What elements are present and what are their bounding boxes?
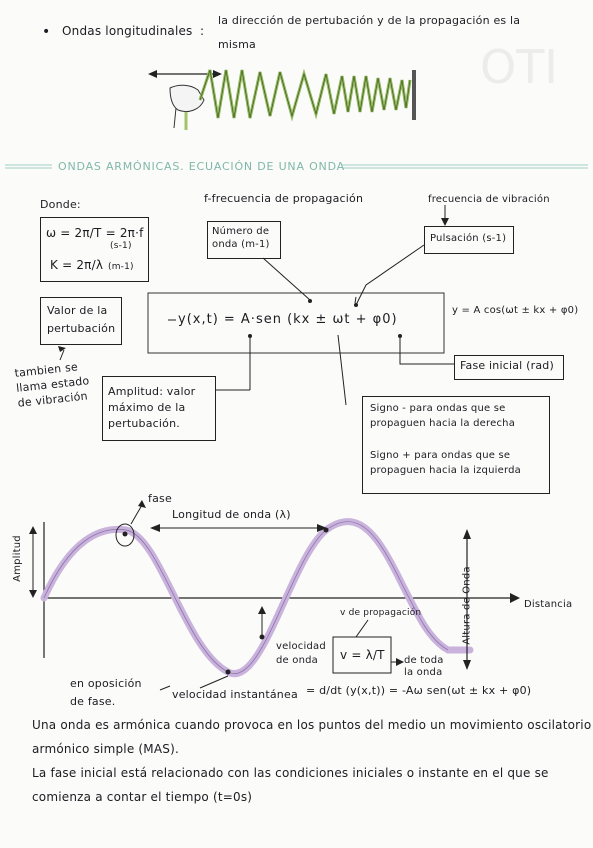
signo-menos-label: Signo - para ondas que se propaguen haci… — [370, 403, 516, 429]
amplitud-label: Amplitud: valor máximo de la pertubación… — [108, 385, 196, 430]
pulsacion-box — [424, 226, 514, 254]
derivative-formula: = d/dt (y(x,t)) = -Aω sen(ωt ± kx + φ0) — [306, 684, 532, 697]
ghost-text: OTI — [480, 40, 558, 94]
pulsacion-label: Pulsación (s-1) — [430, 233, 507, 244]
donde-label: Donde: — [40, 198, 81, 211]
omega-formula: ω = 2π/T = 2π·f — [46, 226, 144, 240]
amplitud-box — [102, 376, 216, 441]
de-toda-onda-label: de toda la onda — [404, 655, 444, 678]
definition-line1: la dirección de pertubación y de la prop… — [218, 14, 521, 27]
section-title: ONDAS ARMÓNICAS. ECUACIÓN DE UNA ONDA — [58, 160, 345, 173]
definition-line2: misma — [218, 38, 256, 51]
fase-inicial-label: Fase inicial (rad) — [460, 359, 554, 372]
altura-onda-label: Altura de Onda — [461, 566, 473, 645]
omega-units: (s-1) — [110, 241, 132, 251]
velocidad-onda-label: velocidad de onda — [276, 641, 326, 666]
v-formula: v = λ/T — [340, 648, 385, 662]
valor-perturbacion-label: Valor de la pertubación — [47, 304, 116, 335]
fase-inicial-box — [454, 355, 564, 380]
fase-label: fase — [148, 492, 172, 505]
donde-box — [40, 217, 149, 282]
f-frequency-label: f-frecuencia de propagación — [204, 192, 364, 205]
hand-icon — [169, 84, 205, 113]
oposicion-fase-label: en oposición de fase. — [70, 677, 142, 708]
signo-box — [362, 396, 550, 494]
numero-onda-label: Número de onda (m-1) — [212, 226, 270, 250]
wall — [412, 70, 416, 120]
distancia-label: Distancia — [524, 599, 573, 610]
v-propagacion-label: v de propagación — [340, 608, 422, 618]
bullet: • — [42, 24, 51, 40]
numero-onda-box — [207, 221, 281, 259]
alt-equation: y = A cos(ωt ± kx + φ0) — [452, 305, 579, 316]
valor-box — [40, 297, 122, 345]
bullet-title: Ondas longitudinales — [62, 24, 193, 38]
footer-line3: La fase inicial está relacionado con las… — [32, 766, 549, 780]
tambien-label: tambien se llama estado de vibración — [13, 360, 90, 410]
amplitud-axis-label: Amplitud — [11, 535, 23, 582]
signo-mas-label: Signo + para ondas que se propaguen haci… — [370, 450, 521, 476]
footer-line4: comienza a contar el tiempo (t=0s) — [32, 790, 253, 804]
velocidad-instantanea-label: velocidad instantánea — [172, 688, 298, 701]
footer-line2: armónico simple (MAS). — [32, 742, 179, 756]
footer-line1: Una onda es armónica cuando provoca en l… — [32, 718, 592, 732]
frecuencia-vibracion-label: frecuencia de vibración — [428, 194, 550, 205]
main-equation: y(x,t) = A·sen (kx ± ωt + φ0) — [178, 312, 398, 327]
colon: : — [200, 24, 205, 38]
k-units: (m-1) — [108, 262, 134, 272]
longitud-onda-label: Longitud de onda (λ) — [172, 508, 291, 521]
k-formula: K = 2π/λ — [50, 258, 104, 272]
